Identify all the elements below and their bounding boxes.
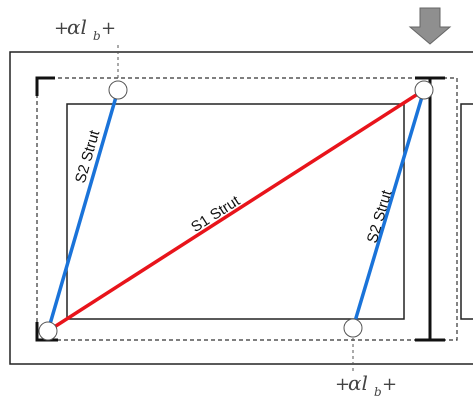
node-bottom-left [38, 321, 58, 341]
s1-strut-label: S1 Strut [188, 192, 244, 236]
node-top-left [108, 80, 128, 100]
bracket-right-column [415, 76, 445, 342]
dim-label-top: + αl b + [54, 15, 116, 43]
s1-strut [47, 88, 425, 333]
s2-strut-right [351, 89, 426, 329]
corner-bracket-top-left [35, 76, 55, 96]
node-bottom-right [343, 318, 363, 338]
s2-strut-left [46, 89, 120, 332]
dim-tick-top-left: + [54, 18, 69, 39]
dim-sub-top: b [93, 29, 101, 43]
s2-strut-right-label: S2 Strut [364, 188, 396, 246]
dim-alpha-top: αl [67, 15, 87, 39]
dim-alpha-bottom: αl [348, 371, 368, 395]
infill-panel [66, 103, 405, 320]
dim-tick-top-right: + [101, 18, 116, 39]
dim-tick-bottom-left: + [335, 374, 350, 395]
dim-sub-bottom: b [374, 385, 382, 399]
centerline-rect [36, 77, 458, 341]
node-top-right [414, 80, 434, 100]
down-arrow-icon [408, 7, 452, 45]
adjacent-panel [460, 103, 473, 320]
outer-frame [9, 51, 473, 365]
dim-tick-bottom-right: + [382, 374, 397, 395]
dim-label-bottom: + αl b + [335, 371, 397, 399]
